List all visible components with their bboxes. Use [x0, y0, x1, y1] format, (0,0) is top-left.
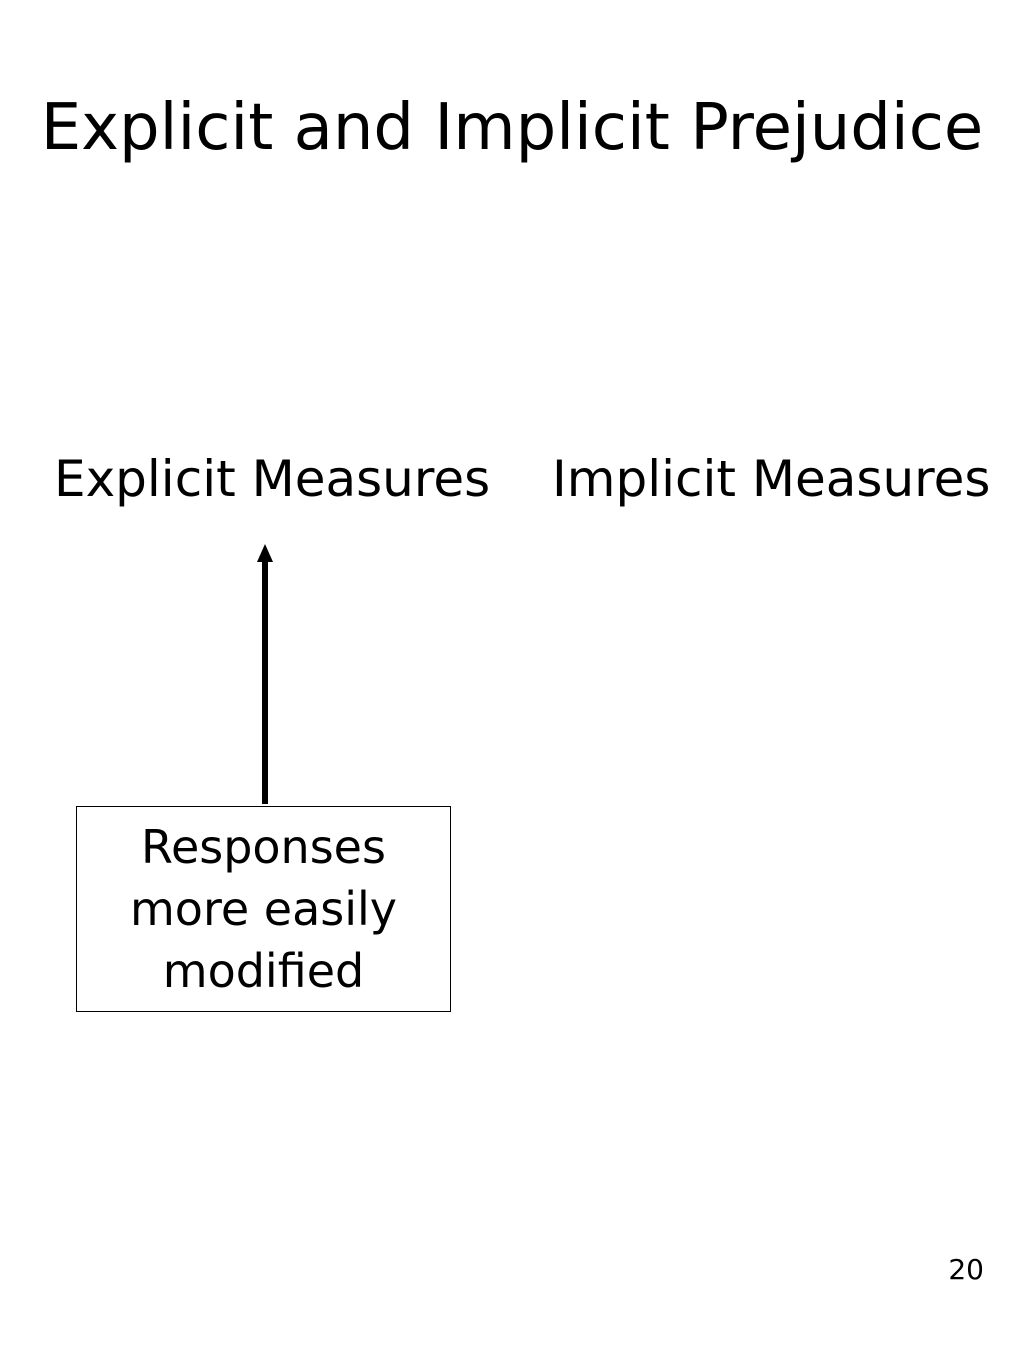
up-arrow: [257, 544, 273, 804]
implicit-measures-label: Implicit Measures: [552, 450, 991, 508]
page-number: 20: [948, 1253, 984, 1286]
note-line: more easily: [129, 882, 397, 936]
note-text: Responses more easily modified: [77, 816, 450, 1002]
arrow-head: [257, 544, 273, 562]
note-box: Responses more easily modified: [76, 806, 451, 1012]
explicit-measures-label: Explicit Measures: [54, 450, 491, 508]
note-line: modified: [162, 944, 365, 998]
slide-title: Explicit and Implicit Prejudice: [40, 91, 984, 165]
note-line: Responses: [141, 820, 386, 874]
